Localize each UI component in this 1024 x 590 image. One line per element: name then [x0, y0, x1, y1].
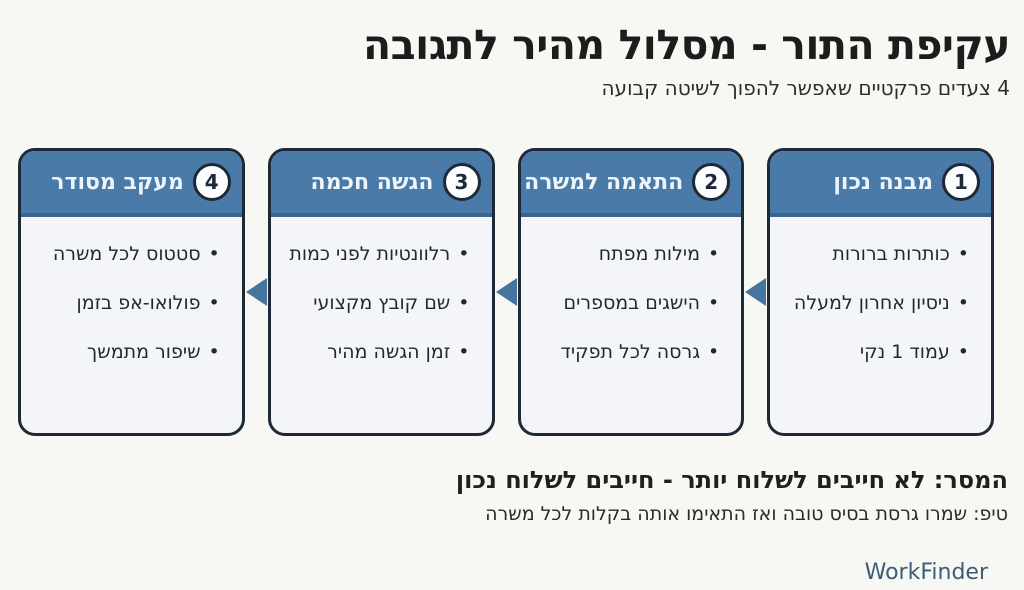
list-item: • שיפור מתמשך — [29, 341, 220, 363]
bullet-dot: • — [708, 292, 720, 315]
bullet-dot: • — [208, 292, 220, 315]
step-card-3: 3 הגשה חכמה • רלוונטיות לפני כמות • שם ק… — [267, 148, 495, 437]
bullet-text: עמוד 1 נקי — [859, 341, 950, 364]
step-2-title: התאמה למשרה — [524, 169, 684, 195]
flow-arrow-left-icon — [245, 278, 267, 307]
step-4-body: • סטטוס לכל משרה • פולואו-אפ בזמן • שיפו… — [21, 217, 242, 390]
bullet-text: שם קובץ מקצועי — [313, 292, 451, 315]
list-item: • שם קובץ מקצועי — [279, 292, 470, 315]
step-1-number-badge: 1 — [942, 163, 980, 202]
step-2-header: 2 התאמה למשרה — [520, 151, 742, 218]
page-header: עקיפת התור - מסלול מהיר לתגובה 4 צעדים פ… — [0, 0, 1024, 102]
bullet-dot: • — [957, 341, 969, 364]
workfinder-logo: WorkFinder — [864, 560, 988, 585]
steps-row: 1 מבנה נכון • כותרות ברורות • ניסיון אחר… — [18, 148, 994, 437]
bullet-dot: • — [208, 341, 220, 364]
list-item: • פולואו-אפ בזמן — [29, 292, 220, 314]
bullet-dot: • — [708, 341, 720, 364]
bullet-text: רלוונטיות לפני כמות — [289, 243, 451, 266]
step-1-body: • כותרות ברורות • ניסיון אחרון למעלה • ע… — [770, 217, 991, 390]
list-item: • כותרות ברורות — [778, 243, 969, 265]
step-3-number-badge: 3 — [442, 163, 481, 202]
step-card-2: 2 התאמה למשרה • מילות מפתח • הישגים במספ… — [517, 148, 745, 437]
bullet-dot: • — [458, 292, 470, 315]
bullet-dot: • — [208, 243, 220, 266]
step-4-title: מעקב מסודר — [51, 169, 184, 195]
bullet-dot: • — [957, 243, 969, 266]
step-4-header: 4 מעקב מסודר — [21, 151, 242, 218]
step-1-title: מבנה נכון — [833, 169, 933, 195]
key-message: המסר: לא חייבים לשלוח יותר - חייבים לשלו… — [455, 466, 1008, 495]
bullet-text: ניסיון אחרון למעלה — [793, 292, 950, 315]
step-2-body: • מילות מפתח • הישגים במספרים • גרסה לכל… — [521, 217, 742, 390]
list-item: • גרסה לכל תפקיד — [529, 341, 720, 363]
page-title: עקיפת התור - מסלול מהיר לתגובה — [362, 21, 1011, 69]
bullet-dot: • — [458, 243, 470, 266]
list-item: • זמן הגשה מהיר — [279, 341, 470, 364]
list-item: • ניסיון אחרון למעלה — [778, 292, 969, 314]
bullet-dot: • — [957, 292, 969, 315]
bullet-text: זמן הגשה מהיר — [327, 341, 451, 364]
list-item: • עמוד 1 נקי — [778, 341, 969, 363]
page-subtitle: 4 צעדים פרקטיים שאפשר להפוך לשיטה קבועה — [601, 76, 1010, 101]
step-2-number-badge: 2 — [692, 163, 731, 202]
step-3-header: 3 הגשה חכמה — [270, 151, 492, 218]
step-3-body: • רלוונטיות לפני כמות • שם קובץ מקצועי •… — [271, 217, 492, 390]
flow-arrow-left-icon — [495, 278, 517, 307]
tip-text: טיפ: שמרו גרסת בסיס טובה ואז התאימו אותה… — [485, 503, 1008, 526]
list-item: • הישגים במספרים — [529, 292, 720, 314]
step-1-header: 1 מבנה נכון — [770, 151, 991, 218]
flow-arrow-left-icon — [745, 278, 767, 307]
bullet-text: גרסה לכל תפקיד — [560, 341, 701, 364]
bullet-text: שיפור מתמשך — [87, 341, 201, 364]
bullet-text: סטטוס לכל משרה — [52, 243, 201, 266]
step-3-title: הגשה חכמה — [310, 169, 434, 195]
bullet-text: פולואו-אפ בזמן — [76, 292, 201, 315]
bullet-dot: • — [708, 243, 720, 266]
bullet-text: מילות מפתח — [598, 243, 701, 266]
bullet-text: כותרות ברורות — [832, 243, 950, 266]
list-item: • רלוונטיות לפני כמות — [279, 243, 470, 266]
step-card-1: 1 מבנה נכון • כותרות ברורות • ניסיון אחר… — [767, 148, 994, 437]
bullet-dot: • — [458, 341, 470, 364]
step-card-4: 4 מעקב מסודר • סטטוס לכל משרה • פולואו-א… — [18, 148, 245, 437]
list-item: • מילות מפתח — [529, 243, 720, 265]
bullet-text: הישגים במספרים — [563, 292, 701, 315]
step-4-number-badge: 4 — [192, 163, 231, 202]
list-item: • סטטוס לכל משרה — [29, 243, 220, 265]
